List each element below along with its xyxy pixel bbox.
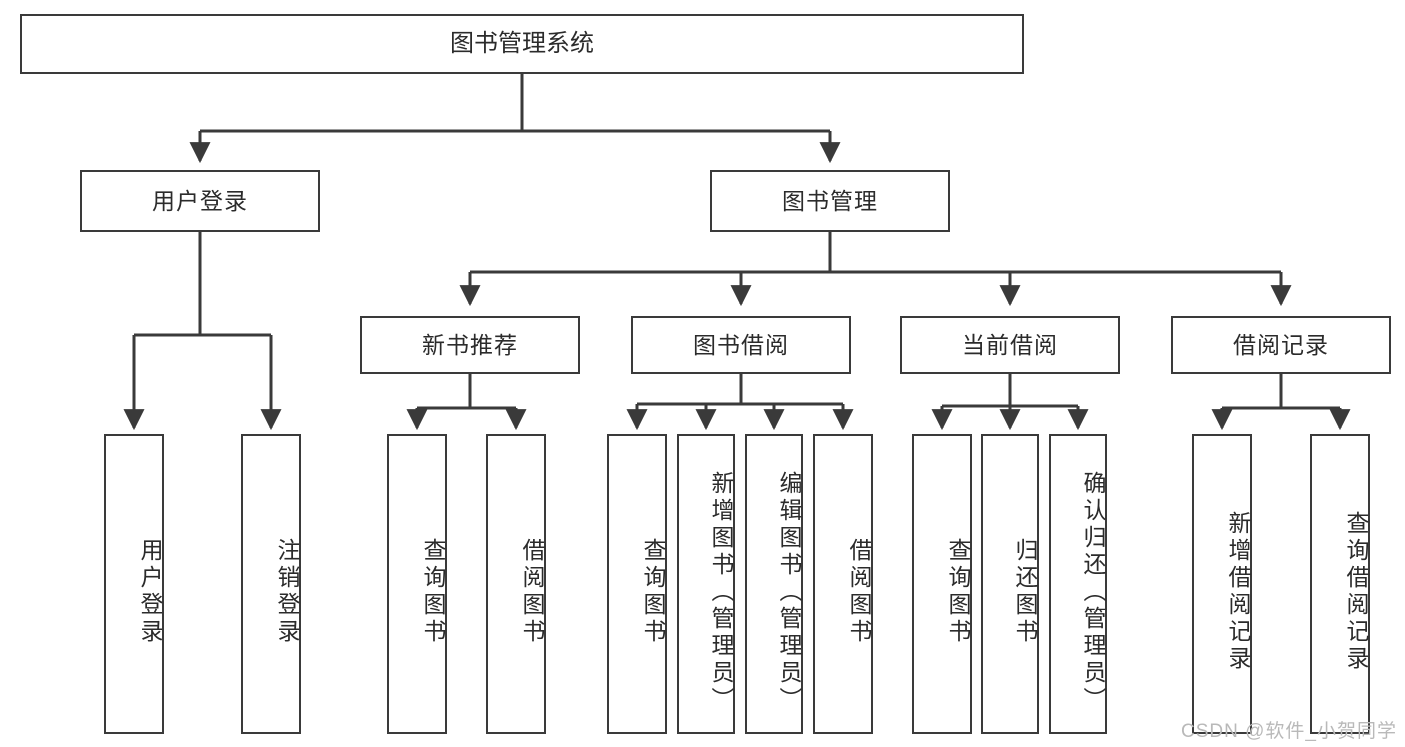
leaf-current-return-book[interactable]: 归还图书: [981, 434, 1039, 734]
node-label: 图书管理系统: [450, 30, 594, 58]
node-root-book-management-system[interactable]: 图书管理系统: [20, 14, 1024, 74]
node-new-book-recommend[interactable]: 新书推荐: [360, 316, 580, 374]
node-book-borrow[interactable]: 图书借阅: [631, 316, 851, 374]
node-label: 注销登录: [274, 538, 300, 646]
node-label: 确认归还（管理员）: [1080, 470, 1106, 714]
leaf-new-book-borrow[interactable]: 借阅图书: [486, 434, 546, 734]
node-label: 借阅图书: [846, 538, 872, 646]
leaf-borrow-edit-book-admin[interactable]: 编辑图书（管理员）: [745, 434, 803, 734]
node-label: 借阅记录: [1233, 331, 1329, 358]
node-label: 归还图书: [1012, 538, 1038, 646]
node-label: 新增图书（管理员）: [708, 470, 734, 714]
node-label: 用户登录: [137, 538, 163, 646]
node-label: 当前借阅: [962, 331, 1058, 358]
node-label: 借阅图书: [519, 538, 545, 646]
csdn-watermark: CSDN @软件_小贺同学: [1181, 721, 1397, 742]
node-label: 图书管理: [782, 187, 878, 214]
leaf-borrow-query-book[interactable]: 查询图书: [607, 434, 667, 734]
node-label: 新书推荐: [422, 331, 518, 358]
node-label: 图书借阅: [693, 331, 789, 358]
leaf-borrow-borrow-book[interactable]: 借阅图书: [813, 434, 873, 734]
node-label: 新增借阅记录: [1225, 511, 1251, 673]
node-current-borrow[interactable]: 当前借阅: [900, 316, 1120, 374]
node-label: 查询图书: [640, 538, 666, 646]
leaf-new-book-query[interactable]: 查询图书: [387, 434, 447, 734]
leaf-current-query-book[interactable]: 查询图书: [912, 434, 972, 734]
node-borrow-record[interactable]: 借阅记录: [1171, 316, 1391, 374]
node-label: 查询图书: [945, 538, 971, 646]
leaf-user-login-logout[interactable]: 注销登录: [241, 434, 301, 734]
node-book-management[interactable]: 图书管理: [710, 170, 950, 232]
leaf-borrow-add-book-admin[interactable]: 新增图书（管理员）: [677, 434, 735, 734]
leaf-current-confirm-return-admin[interactable]: 确认归还（管理员）: [1049, 434, 1107, 734]
leaf-record-add-borrow-record[interactable]: 新增借阅记录: [1192, 434, 1252, 734]
node-user-login[interactable]: 用户登录: [80, 170, 320, 232]
node-label: 编辑图书（管理员）: [776, 470, 802, 714]
leaf-record-query-borrow-record[interactable]: 查询借阅记录: [1310, 434, 1370, 734]
node-label: 用户登录: [152, 187, 248, 214]
node-label: 查询借阅记录: [1343, 511, 1369, 673]
node-label: 查询图书: [420, 538, 446, 646]
leaf-user-login-login[interactable]: 用户登录: [104, 434, 164, 734]
